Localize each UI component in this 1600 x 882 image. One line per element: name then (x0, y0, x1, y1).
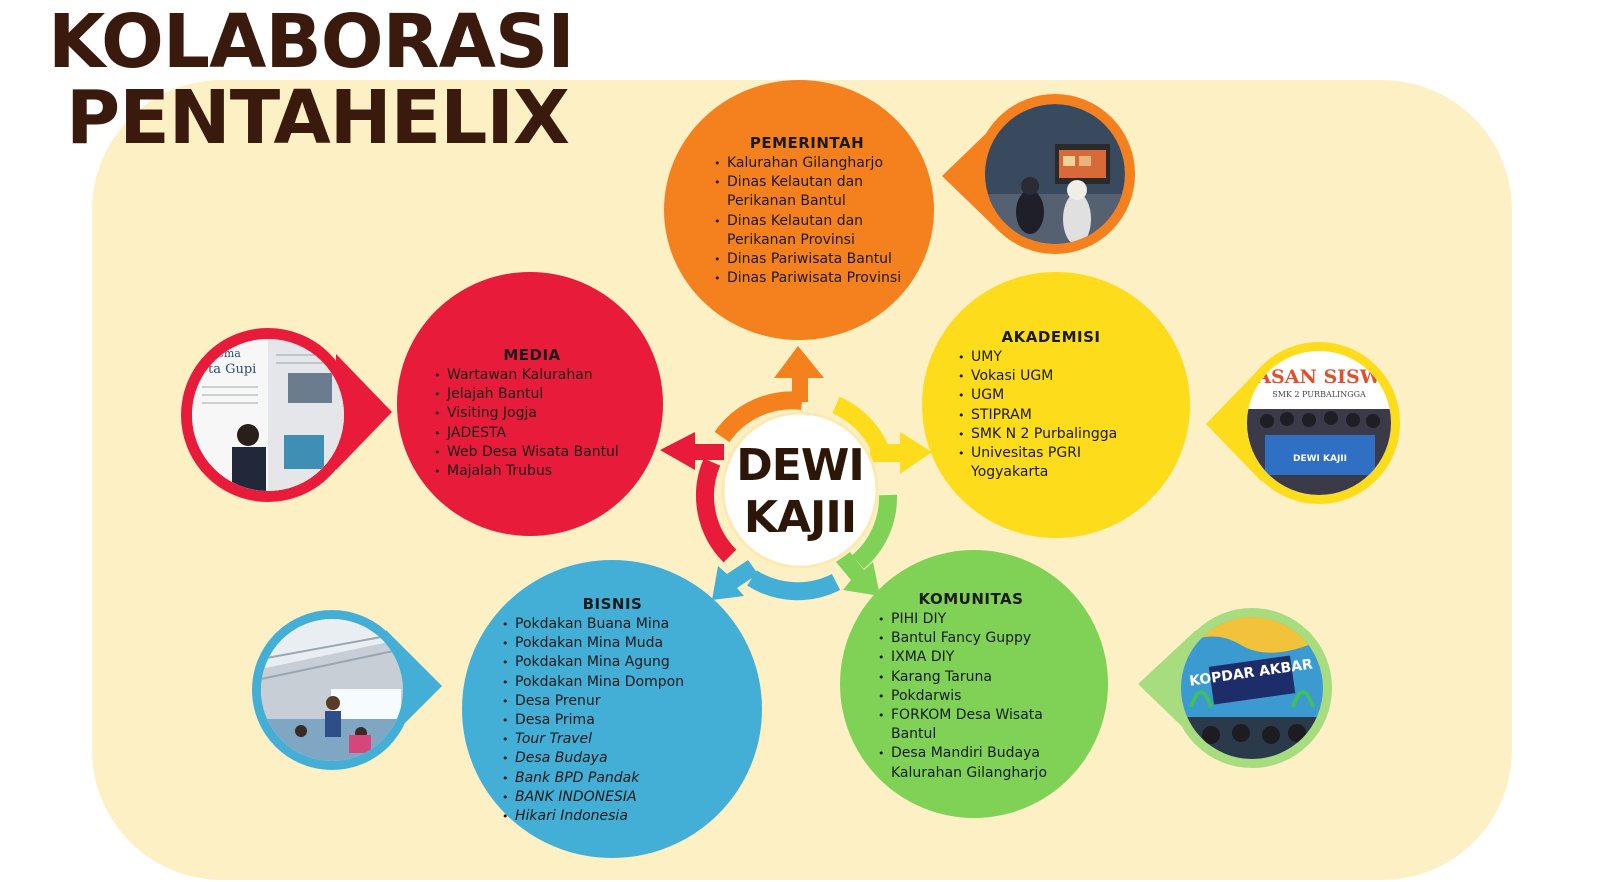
list-item: Wartawan Kalurahan (432, 366, 632, 385)
pemerintah-list: Kalurahan Gilangharjo Dinas Kelautan dan… (712, 154, 902, 289)
media-card: MEDIA Wartawan Kalurahan Jelajah Bantul … (432, 346, 632, 481)
arrow-komunitas (836, 552, 880, 596)
list-item: Desa Prima (500, 711, 725, 730)
akademisi-list: UMY Vokasi UGM UGM STIPRAM SMK N 2 Purba… (956, 348, 1146, 482)
list-item: BANK INDONESIA (500, 788, 725, 807)
media-list: Wartawan Kalurahan Jelajah Bantul Visiti… (432, 366, 632, 481)
list-item: Karang Taruna (876, 668, 1066, 687)
list-item: Pokdakan Mina Muda (500, 634, 725, 653)
komunitas-photo: KOPDAR AKBAR (1172, 608, 1332, 768)
list-item: Dinas Kelautan dan Perikanan Provinsi (712, 212, 902, 250)
list-item: Desa Mandiri Budaya Kalurahan Gilangharj… (876, 744, 1066, 782)
list-item: Pokdakan Mina Dompon (500, 673, 725, 692)
list-item: Dinas Pariwisata Bantul (712, 250, 902, 269)
arc-pemerintah (714, 391, 804, 443)
list-item: PIHI DIY (876, 610, 1066, 629)
akademisi-photo: PASAN SISWA SMK 2 PURBALINGGA DEWI KAJII (1238, 342, 1400, 504)
arc-bisnis (747, 570, 841, 601)
akademisi-heading: AKADEMISI (1001, 328, 1101, 346)
bisnis-photo (252, 610, 412, 770)
arrow-pemerintah (774, 346, 824, 402)
title-line-1: KOLABORASI (48, 0, 575, 85)
list-item: Jelajah Bantul (432, 385, 632, 404)
pemerintah-photo (975, 94, 1135, 254)
arc-media (696, 458, 737, 563)
arrow-akademisi (870, 432, 932, 474)
list-item: Hikari Indonesia (500, 807, 725, 826)
list-item: Vokasi UGM (956, 367, 1146, 386)
center-line-1: DEWI (736, 440, 864, 491)
pemerintah-heading: PEMERINTAH (749, 134, 865, 152)
list-item: UGM (956, 386, 1146, 405)
list-item: Pokdakan Mina Agung (500, 653, 725, 672)
list-item: Visiting Jogja (432, 404, 632, 423)
akademisi-card: AKADEMISI UMY Vokasi UGM UGM STIPRAM SMK… (956, 328, 1146, 482)
bisnis-card: BISNIS Pokdakan Buana Mina Pokdakan Mina… (500, 595, 725, 826)
list-item: Bantul Fancy Guppy (876, 629, 1066, 648)
komunitas-card: KOMUNITAS PIHI DIY Bantul Fancy Guppy IX… (876, 590, 1066, 783)
list-item: STIPRAM (956, 406, 1146, 425)
list-item: JADESTA (432, 424, 632, 443)
list-item: Tour Travel (500, 730, 725, 749)
akademisi-banner-sub: SMK 2 PURBALINGGA (1272, 390, 1366, 399)
page-title: KOLABORASI PENTAHELIX (48, 0, 575, 161)
center-line-2: KAJII (743, 492, 857, 543)
list-item: Univesitas PGRI Yogyakarta (956, 444, 1146, 482)
komunitas-heading: KOMUNITAS (918, 590, 1024, 608)
arrow-media (660, 432, 724, 470)
list-item: Pokdakan Buana Mina (500, 615, 725, 634)
list-item: Kalurahan Gilangharjo (712, 154, 902, 173)
list-item: Majalah Trubus (432, 462, 632, 481)
title-line-2: PENTAHELIX (66, 75, 570, 161)
list-item: FORKOM Desa Wisata Bantul (876, 706, 1066, 744)
pemerintah-card: PEMERINTAH Kalurahan Gilangharjo Dinas K… (712, 134, 902, 289)
bisnis-heading: BISNIS (582, 595, 643, 613)
list-item: Dinas Pariwisata Provinsi (712, 269, 902, 288)
komunitas-list: PIHI DIY Bantul Fancy Guppy IXMA DIY Kar… (876, 610, 1066, 783)
list-item: Bank BPD Pandak (500, 769, 725, 788)
list-item: Dinas Kelautan dan Perikanan Bantul (712, 173, 902, 211)
list-item: UMY (956, 348, 1146, 367)
list-item: Pokdarwis (876, 687, 1066, 706)
arrow-bisnis (712, 560, 758, 600)
media-magazine-text-2: ta Gupi (208, 362, 256, 377)
list-item: Web Desa Wisata Bantul (432, 443, 632, 462)
akademisi-sign: DEWI KAJII (1293, 454, 1347, 464)
center-label: DEWI KAJII (720, 440, 880, 544)
media-heading: MEDIA (503, 346, 561, 364)
list-item: Desa Prenur (500, 692, 725, 711)
bisnis-list: Pokdakan Buana Mina Pokdakan Mina Muda P… (500, 615, 725, 826)
akademisi-banner-title: PASAN SISWA (1247, 366, 1391, 388)
list-item: IXMA DIY (876, 648, 1066, 667)
arc-komunitas (851, 494, 898, 569)
list-item: Desa Budaya (500, 749, 725, 768)
media-photo: n Gema ta Gupi (181, 328, 355, 502)
list-item: SMK N 2 Purbalingga (956, 425, 1146, 444)
